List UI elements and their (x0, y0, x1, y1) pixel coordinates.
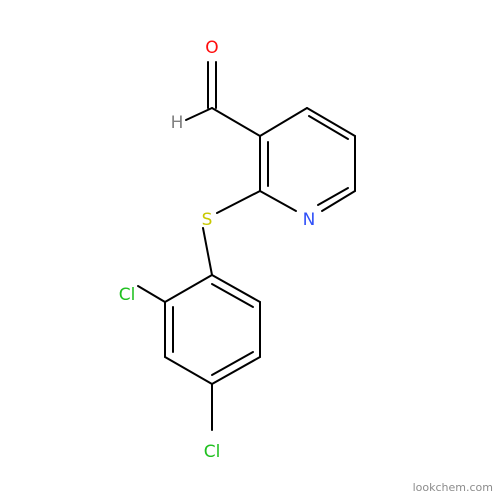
chlorine-para-label: Cl (204, 442, 221, 462)
bond-ph-c4-c5-inner (211, 351, 254, 376)
bond-ph-c3-c4 (164, 356, 213, 385)
bond-s-c1 (202, 227, 213, 276)
sulfur-atom-label: S (202, 210, 213, 230)
bond-c6-n (321, 190, 356, 212)
nitrogen-atom-label: N (303, 210, 316, 230)
bond-ph-c6-c1-inner (211, 283, 254, 308)
bond-ph-c4-c5 (211, 356, 261, 385)
bond-ph-c2-cl (137, 285, 166, 303)
bond-ph-c6-c1 (211, 274, 261, 303)
oxygen-atom-label: O (205, 38, 218, 58)
watermark-text: lookchem.com (413, 481, 493, 494)
bond-c4-c5-inner (308, 115, 349, 140)
hydrogen-atom-label: H (171, 113, 184, 133)
bond-n-c2 (259, 190, 297, 212)
bond-c2-s (216, 190, 261, 214)
bond-cho-h (185, 107, 213, 121)
bond-ph-c1-c2 (164, 274, 213, 303)
bond-c6-n-inner (317, 187, 349, 206)
bond-c3-cho (211, 107, 261, 137)
bond-c4-c5 (306, 107, 356, 137)
bond-c3-c4 (259, 107, 308, 137)
chlorine-ortho-label: Cl (119, 285, 136, 305)
